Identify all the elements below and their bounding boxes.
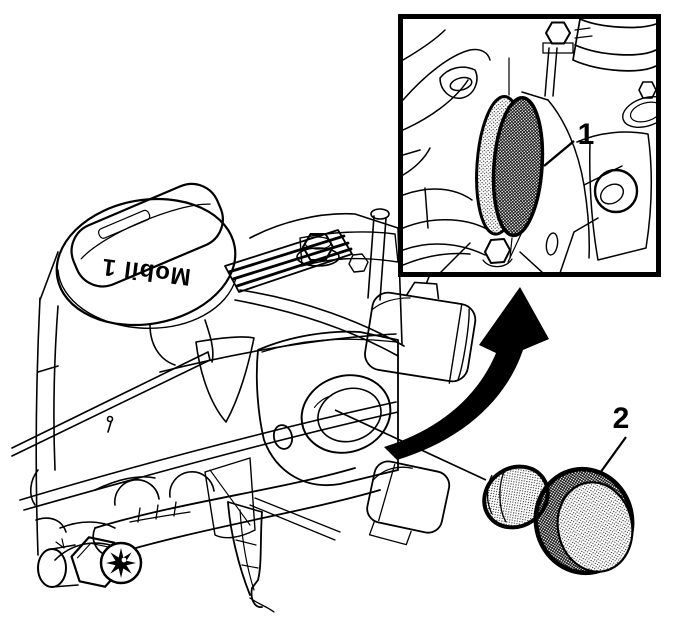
oil-filler-cap: Mobil 1 [55, 182, 237, 329]
mount-block [366, 460, 451, 546]
plug-hole [300, 374, 392, 454]
splined-connector [99, 541, 143, 585]
callout-1-label: 1 [578, 118, 595, 151]
rail-pin [107, 421, 112, 433]
knurled-plug-installed [475, 94, 545, 238]
sensor-part [37, 521, 143, 588]
canister-part [364, 273, 477, 384]
inset-engine-detail [403, 19, 656, 272]
strap-bracket [227, 501, 275, 613]
inset-detail-box: 1 [398, 14, 661, 277]
inset-bolt-top [542, 21, 574, 54]
callout-2-label: 2 [613, 402, 630, 435]
plug-face [556, 481, 634, 573]
detail-arrow [384, 287, 549, 460]
knurled-plug-part [482, 464, 635, 576]
callout-2-leader [599, 436, 627, 474]
drive-belt [224, 229, 353, 293]
engine-main-view: Mobil 1 [11, 182, 477, 613]
inset-boss-hole [593, 168, 639, 214]
manifold-arm [92, 457, 381, 557]
inset-bolt-bottom [482, 238, 513, 268]
callout-1-leader [543, 140, 575, 167]
mount-plate [255, 330, 399, 486]
